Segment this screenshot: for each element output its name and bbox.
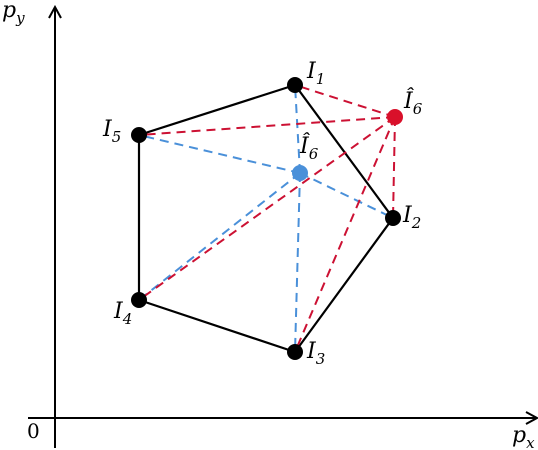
x-axis-label: px (512, 423, 535, 450)
vertex-i1 (287, 77, 303, 93)
red-line-to-i5 (138, 116, 396, 136)
pentagon-outline (137, 83, 395, 354)
blue-line-to-i3 (294, 172, 301, 353)
label-i2: I2 (402, 203, 421, 232)
point-i6-inner (292, 165, 308, 181)
vertex-i3 (287, 344, 303, 360)
inner-dashed-lines (138, 84, 394, 353)
vertex-i2 (385, 210, 401, 226)
outer-dashed-lines (138, 84, 396, 353)
label-i3: I3 (306, 339, 325, 368)
y-axis-label: py (2, 0, 25, 27)
point-i6-outer (387, 109, 403, 125)
label-i6-outer: Î6 (403, 87, 423, 118)
vertex-i4 (131, 292, 147, 308)
blue-line-to-i1 (294, 84, 301, 174)
label-i5: I5 (102, 117, 121, 146)
origin-label: 0 (27, 419, 40, 443)
red-line-to-i3 (294, 116, 396, 353)
red-line-to-i2 (392, 116, 396, 219)
vertex-i5 (131, 127, 147, 143)
label-i6-inner: Î6 (299, 132, 319, 163)
blue-line-to-i2 (299, 172, 394, 219)
label-i1: I1 (306, 59, 325, 88)
blue-line-to-i5 (138, 134, 301, 174)
red-line-to-i1 (294, 84, 396, 118)
red-line-to-i4 (138, 116, 396, 301)
label-i4: I4 (113, 299, 132, 328)
blue-line-to-i4 (138, 172, 301, 301)
